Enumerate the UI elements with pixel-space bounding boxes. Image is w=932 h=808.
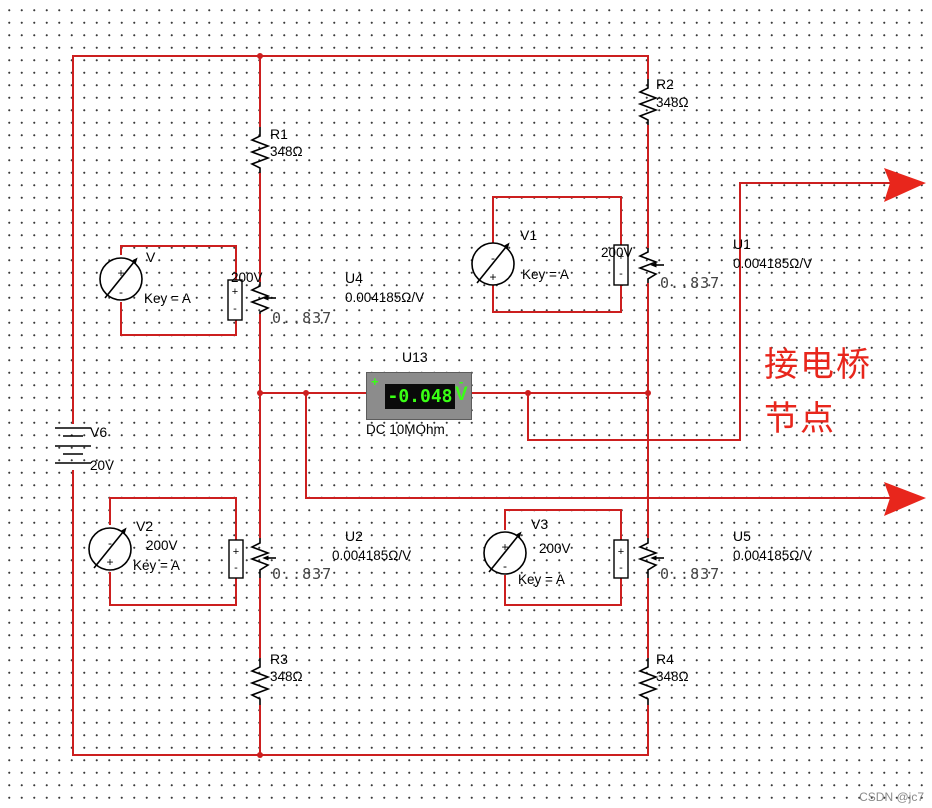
u5-ref: U5 — [733, 528, 751, 544]
control-box-u2: + - — [228, 539, 244, 579]
bridge-wires — [72, 55, 892, 756]
control-box-u1: + - — [613, 244, 629, 286]
potentiometer-u4 — [249, 282, 276, 314]
source-v2-key: Key = A — [133, 558, 180, 573]
svg-text:-: - — [619, 268, 623, 280]
voltage-source-v3[interactable]: + - — [483, 531, 527, 575]
annotation-line1: 接电桥 — [764, 345, 872, 385]
potentiometer-u2 — [249, 538, 276, 578]
multimeter-plus: + — [371, 374, 379, 389]
source-v1-key: Key = A — [522, 267, 569, 282]
svg-text:-: - — [619, 562, 623, 574]
resistor-r1 — [249, 127, 271, 173]
u5-value: 0.004185Ω/V — [733, 548, 813, 563]
r2-ref: R2 — [656, 76, 674, 92]
svg-text:-: - — [119, 285, 123, 299]
svg-text:+: + — [501, 540, 508, 554]
svg-text:+: + — [233, 546, 239, 558]
junction-dots — [257, 53, 651, 758]
control-box-u5: + - — [613, 539, 629, 579]
svg-text:-: - — [233, 303, 237, 315]
source-v2-ref: V2 — [136, 518, 154, 534]
potentiometer-u1 — [637, 248, 664, 283]
svg-text:+: + — [489, 270, 496, 284]
source-v-ref: V — [146, 249, 156, 265]
resistor-r4 — [637, 658, 659, 705]
resistor-r2 — [637, 79, 659, 125]
source-v1-ref: V1 — [520, 227, 538, 243]
r3-ref: R3 — [270, 651, 288, 667]
u5-pot: 0..837 — [660, 565, 721, 583]
multimeter-minus: - — [459, 374, 464, 389]
u2-value: 0.004185Ω/V — [332, 548, 412, 563]
voltage-source-v2[interactable]: - + — [88, 527, 132, 571]
r1-ref: R1 — [270, 126, 288, 142]
u2-ref: U2 — [345, 528, 363, 544]
svg-text:-: - — [491, 251, 495, 265]
source-v1-voltage: 200V — [601, 245, 633, 260]
u2-pot: 0..837 — [272, 565, 333, 583]
svg-text:-: - — [234, 562, 238, 574]
multimeter-reading: -0.048 — [385, 384, 455, 409]
voltage-source-v1[interactable]: - + — [471, 242, 515, 286]
svg-text:+: + — [232, 286, 238, 298]
source-v3-voltage: 200V — [539, 541, 571, 556]
battery-v6 — [55, 427, 91, 464]
r3-value: 348Ω — [270, 669, 303, 684]
multimeter-ref: U13 — [402, 349, 428, 365]
u1-ref: U1 — [733, 236, 751, 252]
r2-value: 348Ω — [656, 95, 689, 110]
source-v-key: Key = A — [144, 291, 191, 306]
supply-ref: V6 — [90, 424, 108, 440]
supply-value: 20V — [90, 458, 115, 473]
voltage-source-v[interactable]: + - — [99, 257, 143, 301]
annotation-arrows — [884, 168, 926, 516]
u1-pot: 0..837 — [660, 274, 721, 292]
potentiometer-u5 — [637, 538, 664, 578]
r4-value: 348Ω — [656, 669, 689, 684]
annotation-line2: 节点 — [764, 399, 836, 439]
watermark: CSDN @jc7 — [859, 790, 924, 804]
u4-pot: 0..837 — [272, 309, 333, 327]
svg-text:+: + — [618, 546, 624, 558]
u1-value: 0.004185Ω/V — [733, 256, 813, 271]
r4-ref: R4 — [656, 651, 674, 667]
u4-ref: U4 — [345, 270, 363, 286]
source-v3-ref: V3 — [531, 516, 549, 532]
multimeter[interactable]: + - -0.048 V — [366, 372, 472, 420]
svg-text:+: + — [618, 251, 624, 263]
svg-text:+: + — [106, 555, 113, 569]
source-v2-voltage: 200V — [146, 538, 178, 553]
source-v3-key: Key = A — [518, 572, 565, 587]
r1-value: 348Ω — [270, 144, 303, 159]
multimeter-mode: DC 10MOhm — [366, 422, 445, 437]
source-v-voltage: 200V — [231, 270, 263, 285]
svg-text:-: - — [503, 559, 507, 573]
u4-value: 0.004185Ω/V — [345, 290, 425, 305]
svg-text:+: + — [117, 266, 124, 280]
svg-text:-: - — [108, 536, 112, 550]
resistor-r3 — [249, 658, 271, 705]
control-box-u4: + - — [227, 279, 243, 321]
multimeter-unit: V — [455, 384, 468, 405]
